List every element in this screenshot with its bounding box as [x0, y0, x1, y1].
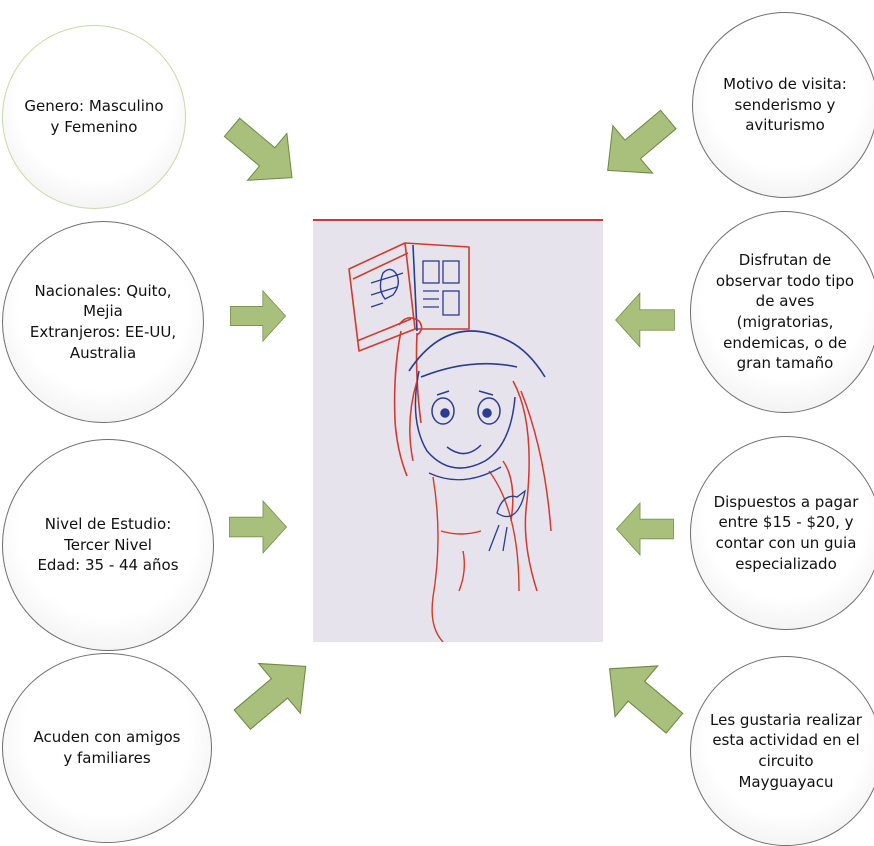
arrow-pago [615, 501, 674, 557]
node-compania: Acuden con amigos y familiares [2, 653, 212, 843]
arrow-motivo [607, 109, 677, 174]
node-compania-text: Acuden con amigos y familiares [33, 728, 181, 767]
node-circuito: Les gustaria realizar esta actividad en … [690, 656, 874, 846]
arrow-compania [233, 662, 307, 731]
arrow-procedencia [230, 289, 287, 343]
node-motivo-text: Motivo de visita: senderismo y aviturism… [723, 74, 847, 135]
node-aves: Disfrutan de observar todo tipo de aves … [690, 211, 874, 413]
arrow-genero [223, 117, 293, 181]
node-procedencia-text: Nacionales: Quito, Mejia Extranjeros: EE… [29, 281, 177, 362]
center-sketch-image [313, 219, 603, 642]
node-pago-text: Dispuestos a pagar entre $15 - $20, y co… [713, 492, 859, 573]
sketch-girl-with-book-and-birds-icon [313, 221, 603, 642]
node-aves-text: Disfrutan de observar todo tipo de aves … [715, 250, 855, 373]
node-procedencia: Nacionales: Quito, Mejia Extranjeros: EE… [2, 221, 204, 423]
node-estudio: Nivel de Estudio: Tercer Nivel Edad: 35 … [2, 439, 214, 651]
arrow-estudio [229, 499, 288, 555]
node-circuito-text: Les gustaria realizar esta actividad en … [710, 710, 862, 791]
node-genero-text: Genero: Masculino y Femenino [24, 97, 164, 136]
node-estudio-text: Nivel de Estudio: Tercer Nivel Edad: 35 … [37, 514, 179, 575]
arrow-circuito [608, 665, 684, 734]
node-motivo: Motivo de visita: senderismo y aviturism… [692, 12, 874, 198]
node-genero: Genero: Masculino y Femenino [2, 25, 186, 209]
node-pago: Dispuestos a pagar entre $15 - $20, y co… [690, 436, 874, 630]
arrow-aves [615, 292, 675, 348]
